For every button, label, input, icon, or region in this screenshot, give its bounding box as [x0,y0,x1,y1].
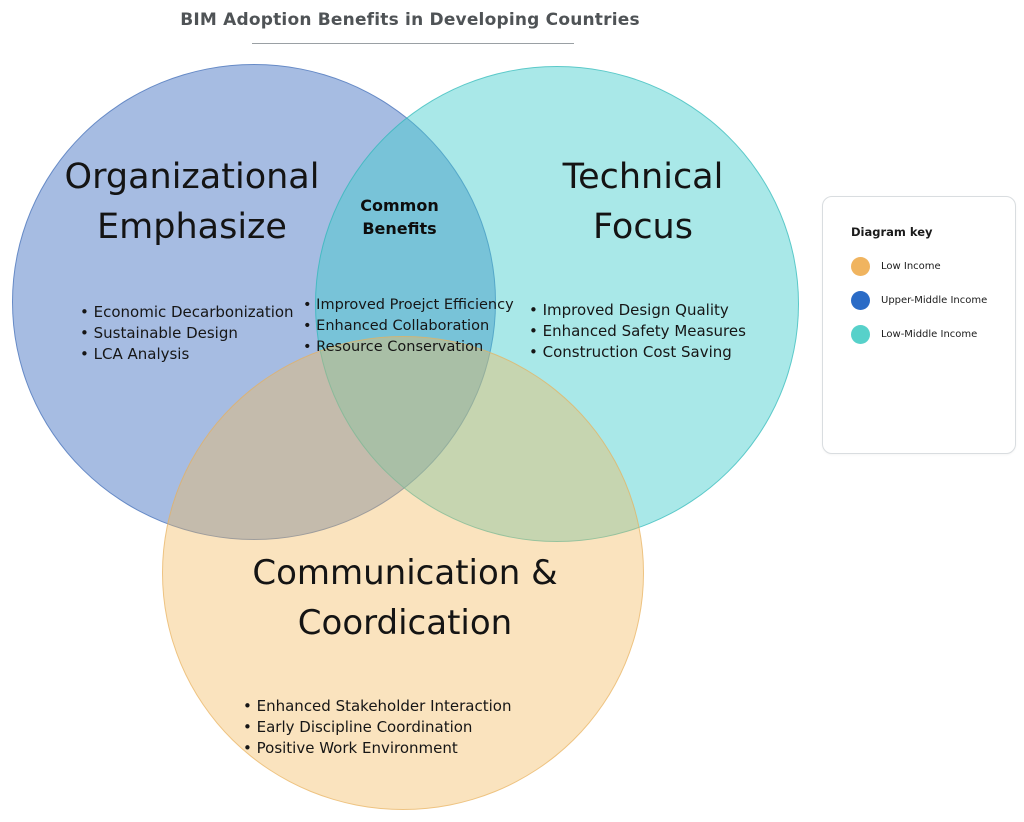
communication-heading-line2: Coordication [297,603,513,643]
technical-heading-line2: Focus [593,207,693,247]
organizational-bullet-list: Economic Decarbonization Sustainable Des… [80,302,294,365]
diagram-key-card: Diagram key Low Income Upper-Middle Inco… [822,196,1016,454]
list-item: Positive Work Environment [243,738,511,759]
common-bullet-list: Improved Proejct Efficiency Enhanced Col… [303,295,514,358]
common-benefits-heading: Common Benefits [327,194,472,240]
common-benefits-heading-line1: Common [360,196,439,215]
legend-item-label: Upper-Middle Income [881,295,988,306]
communication-bullet-list: Enhanced Stakeholder Interaction Early D… [243,696,512,759]
communication-heading: Communication & Coordication [205,548,605,648]
page-title: BIM Adoption Benefits in Developing Coun… [180,10,640,30]
low-middle-income-swatch-icon [851,325,870,344]
list-item: Construction Cost Saving [529,342,746,363]
list-item: Enhanced Stakeholder Interaction [243,696,512,717]
legend-item-low-middle-income: Low-Middle Income [851,325,1015,344]
title-underline [252,43,574,44]
legend-item-low-income: Low Income [851,257,1015,276]
technical-heading: Technical Focus [473,152,813,252]
technical-heading-line1: Technical [562,157,724,197]
list-item: Early Discipline Coordination [243,717,511,738]
organizational-heading: Organizational Emphasize [22,152,362,252]
technical-bullet-list: Improved Design Quality Enhanced Safety … [529,300,746,363]
low-income-swatch-icon [851,257,870,276]
communication-heading-line1: Communication & [252,553,558,593]
legend-item-upper-middle-income: Upper-Middle Income [851,291,1015,310]
common-benefits-heading-line2: Benefits [362,219,437,238]
organizational-heading-line2: Emphasize [97,207,287,247]
list-item: Resource Conservation [303,337,514,358]
legend-item-label: Low Income [881,261,941,272]
list-item: Economic Decarbonization [80,302,294,323]
list-item: Improved Proejct Efficiency [303,295,514,316]
list-item: Enhanced Safety Measures [529,321,746,342]
organizational-heading-line1: Organizational [64,157,320,197]
list-item: Enhanced Collaboration [303,316,514,337]
legend-item-label: Low-Middle Income [881,329,978,340]
list-item: LCA Analysis [80,344,294,365]
list-item: Improved Design Quality [529,300,746,321]
diagram-key-title: Diagram key [851,225,933,239]
list-item: Sustainable Design [80,323,294,344]
upper-middle-income-swatch-icon [851,291,870,310]
